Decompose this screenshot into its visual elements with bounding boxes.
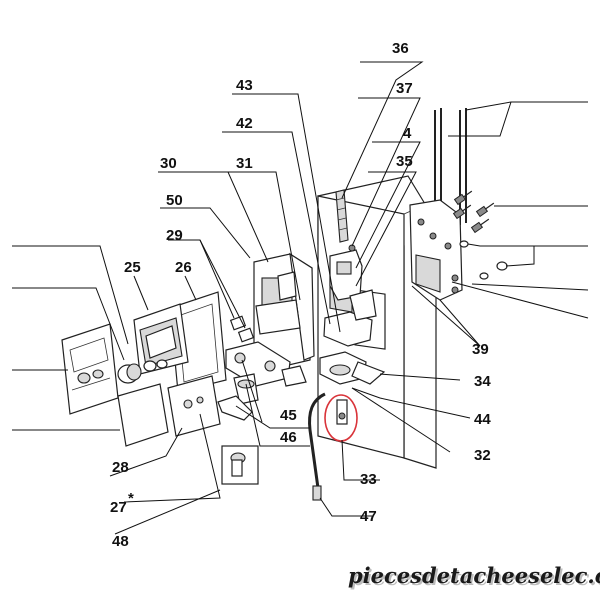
label-30: 30	[160, 155, 177, 172]
comb-strip	[335, 189, 349, 243]
knob	[117, 359, 168, 384]
label-33: 33	[360, 471, 377, 488]
label-42: 42	[236, 115, 253, 132]
plate-27	[167, 375, 221, 437]
front-cover	[61, 323, 119, 415]
part-48-box	[221, 445, 259, 485]
label-45: 45	[280, 407, 297, 424]
label-39: 39	[472, 341, 489, 358]
label-37: 37	[396, 80, 413, 97]
small-clips	[229, 315, 255, 343]
watermark-text: piecesdetacheeselec.com	[348, 563, 600, 588]
leader-lines	[12, 61, 589, 535]
label-46: 46	[280, 429, 297, 446]
label-36: 36	[392, 40, 409, 57]
watermark: piecesdetacheeselec.com piecesdetacheese…	[348, 563, 600, 590]
lower-mechanism	[217, 341, 307, 421]
label-26: 26	[175, 259, 192, 276]
label-34: 34	[474, 373, 491, 390]
center-mechanism	[319, 244, 386, 385]
right-bracket-with-rods	[409, 108, 467, 301]
rod-47	[308, 392, 326, 501]
label-27-star: *	[128, 490, 134, 507]
plate-28	[117, 383, 169, 447]
label-27: 27	[110, 499, 127, 516]
label-28: 28	[112, 459, 129, 476]
label-50: 50	[166, 192, 183, 209]
label-4: 4	[403, 125, 412, 142]
part-33	[336, 399, 348, 425]
screws	[452, 190, 508, 280]
label-43: 43	[236, 77, 253, 94]
label-31: 31	[236, 155, 253, 172]
label-35: 35	[396, 153, 413, 170]
watermark-shadow: piecesdetacheeselec.com	[350, 565, 600, 590]
label-25: 25	[124, 259, 141, 276]
callout-labels: 36 43 37 42 4 30 31 35 50 29 25 26 39 34…	[110, 40, 491, 550]
module-25	[133, 303, 189, 375]
highlight-circle	[324, 394, 358, 442]
label-29: 29	[166, 227, 183, 244]
label-47: 47	[360, 508, 377, 525]
label-48: 48	[112, 533, 129, 550]
label-44: 44	[474, 411, 491, 428]
label-32: 32	[474, 447, 491, 464]
